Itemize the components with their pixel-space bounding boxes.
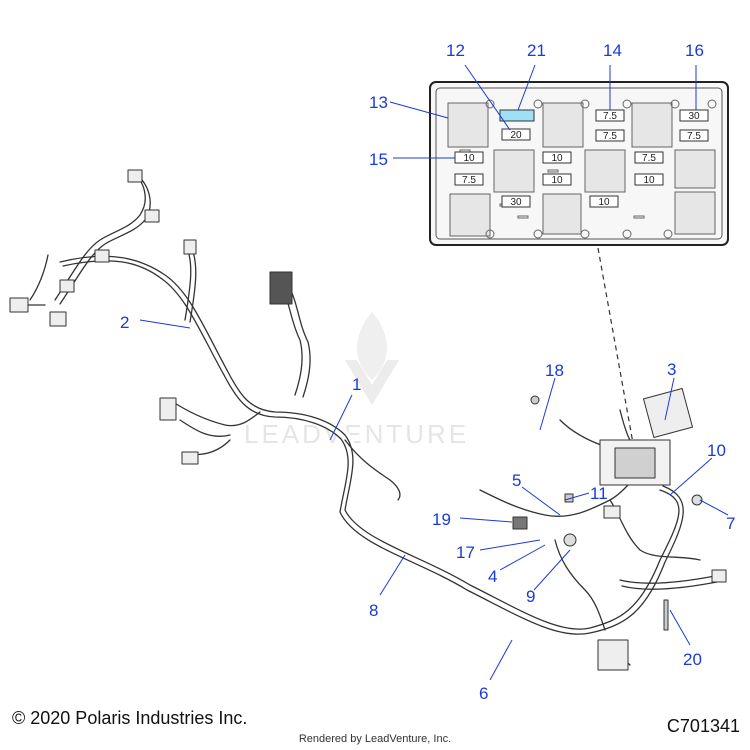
callout-14: 14 [603,41,622,60]
detail-projection-line [597,247,637,461]
callout-1: 1 [352,375,361,394]
callout-2: 2 [120,313,129,332]
harness-drawing [9,169,727,671]
rendered-by-text: Rendered by LeadVenture, Inc. [298,733,452,745]
fuse-labels: 20 7.5 7.5 30 7.5 10 10 7.5 7.5 10 10 30… [462,111,701,208]
fuse-label: 7.5 [603,111,617,122]
fuse-label: 30 [688,111,700,122]
part-number: C701341 [666,716,740,736]
fuse-label: 7.5 [603,131,617,142]
callout-12: 12 [446,41,465,60]
callout-13: 13 [369,93,388,112]
callout-5: 5 [512,471,521,490]
callout-10: 10 [707,441,726,460]
callout-19: 19 [432,510,451,529]
fuse-label: 10 [598,197,610,208]
copyright-text: © 2020 Polaris Industries Inc. [12,708,248,728]
fuse-label: 10 [551,153,563,164]
watermark-flame-icon [357,312,387,380]
fuse-label: 10 [643,175,655,186]
fuse-label: 10 [463,153,475,164]
callout-6: 6 [479,684,488,703]
fuse-label: 20 [510,130,522,141]
leader-lines [139,64,729,681]
fuse-box-detail: 20 7.5 7.5 30 7.5 10 10 7.5 7.5 10 10 30… [429,81,729,246]
callout-11: 11 [590,484,608,503]
fuse-label: 7.5 [462,175,476,186]
callout-8: 8 [369,601,378,620]
fuse-label: 30 [510,197,522,208]
fuse-label: 7.5 [642,153,656,164]
watermark-v-icon [345,360,399,405]
callout-18: 18 [545,361,564,380]
callouts: 1 2 3 4 5 6 7 8 9 10 11 12 13 14 15 16 1… [120,41,735,703]
callout-4: 4 [488,567,497,586]
fuse-label: 10 [551,175,563,186]
callout-9: 9 [526,587,535,606]
watermark-text: LEADVENTURE [244,419,469,449]
callout-3: 3 [667,360,676,379]
callout-16: 16 [685,41,704,60]
callout-17: 17 [456,543,475,562]
fuse-21-highlight [499,109,535,122]
callout-20: 20 [683,650,702,669]
fuse-label: 7.5 [687,131,701,142]
callout-7: 7 [726,514,735,533]
callout-21: 21 [527,41,546,60]
callout-15: 15 [369,150,388,169]
watermark: LEADVENTURE [244,312,469,449]
